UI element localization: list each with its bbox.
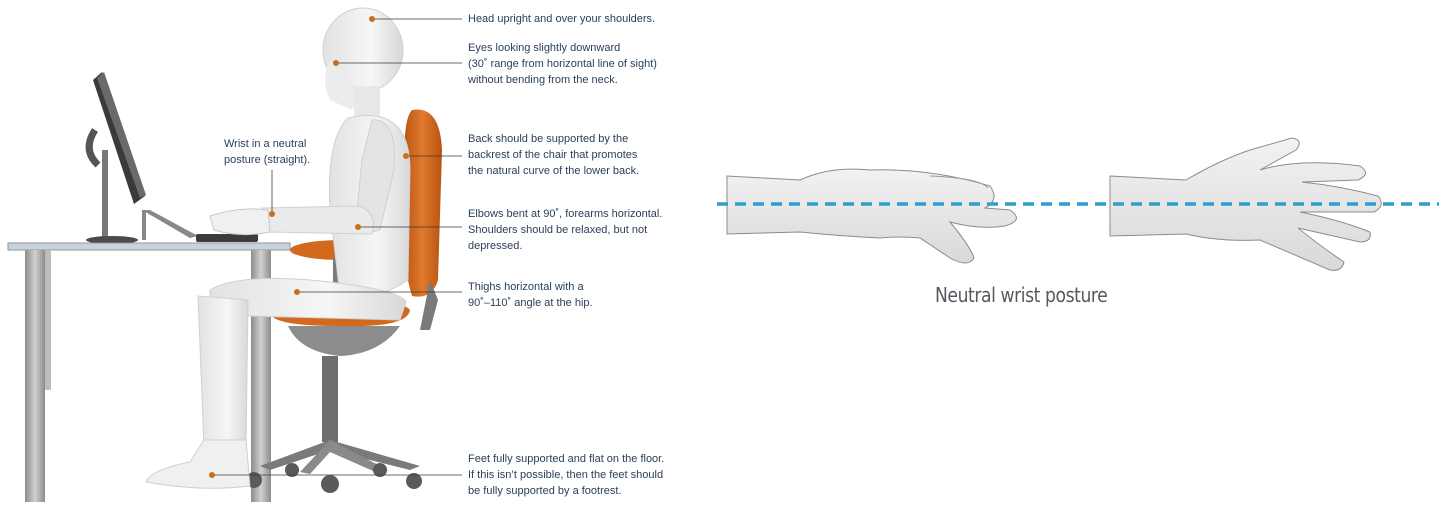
wrist-dot xyxy=(269,211,275,217)
callout-wrist: Wrist in a neutral posture (straight). xyxy=(224,136,310,168)
callout-back-line-2: backrest of the chair that promotes xyxy=(468,147,639,163)
callout-back-line-3: the natural curve of the lower back. xyxy=(468,163,639,179)
callout-elbows-line-1: Elbows bent at 90˚, forearms horizontal. xyxy=(468,206,662,222)
foot-dot xyxy=(209,472,215,478)
thigh-dot xyxy=(294,289,300,295)
callout-feet-line-3: be fully supported by a footrest. xyxy=(468,483,664,499)
elbow-dot xyxy=(355,224,361,230)
eyes-dot xyxy=(333,60,339,66)
callout-feet-line-2: If this isn’t possible, then the feet sh… xyxy=(468,467,664,483)
callout-back-line-1: Back should be supported by the xyxy=(468,131,639,147)
callout-head-line-1: Head upright and over your shoulders. xyxy=(468,11,655,27)
hand-side-view xyxy=(727,169,1016,263)
callout-elbows-line-3: depressed. xyxy=(468,238,662,254)
callout-wrist-line-2: posture (straight). xyxy=(224,152,310,168)
callout-eyes-line-3: without bending from the neck. xyxy=(468,72,657,88)
callout-thighs-line-1: Thighs horizontal with a xyxy=(468,279,593,295)
callout-thighs-line-2: 90˚–110˚ angle at the hip. xyxy=(468,295,593,311)
wrist-caption: Neutral wrist posture xyxy=(935,283,1107,307)
callout-feet-line-1: Feet fully supported and flat on the flo… xyxy=(468,451,664,467)
callout-thighs: Thighs horizontal with a 90˚–110˚ angle … xyxy=(468,279,593,311)
callout-back: Back should be supported by the backrest… xyxy=(468,131,639,179)
callout-feet: Feet fully supported and flat on the flo… xyxy=(468,451,664,499)
callout-wrist-line-1: Wrist in a neutral xyxy=(224,136,310,152)
callout-eyes-line-1: Eyes looking slightly downward xyxy=(468,40,657,56)
callout-elbows: Elbows bent at 90˚, forearms horizontal.… xyxy=(468,206,662,254)
callout-head: Head upright and over your shoulders. xyxy=(468,11,655,27)
back-dot xyxy=(403,153,409,159)
callout-eyes: Eyes looking slightly downward (30˚ rang… xyxy=(468,40,657,88)
monitor xyxy=(86,72,146,244)
head-dot xyxy=(369,16,375,22)
callout-elbows-line-2: Shoulders should be relaxed, but not xyxy=(468,222,662,238)
callout-eyes-line-2: (30˚ range from horizontal line of sight… xyxy=(468,56,657,72)
